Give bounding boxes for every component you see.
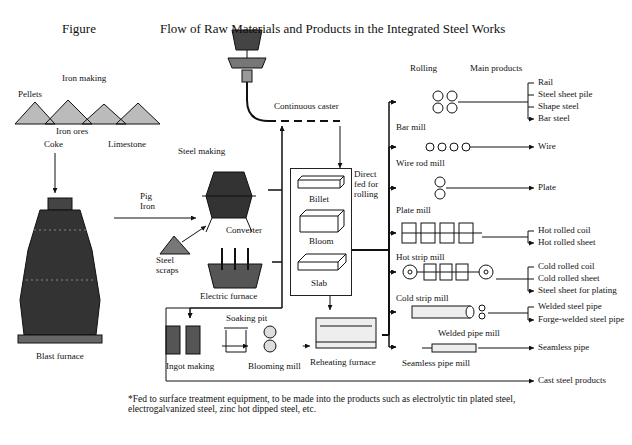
material-label: Pellets [18,90,42,100]
material-label: Steel scraps [156,256,186,276]
product-label: Cold rolled coil [538,262,595,272]
equipment-label: Bloom [309,237,334,247]
equipment-label: Electric furnace [200,292,257,302]
section-heading: Steel making [178,147,225,157]
section-heading: Rolling [410,64,437,74]
flow-connector [272,126,282,262]
blast-furnace: Blast furnace [14,196,114,364]
converter: Converter [196,160,268,238]
section-heading: Iron making [62,74,106,84]
flow-connector [330,296,331,310]
product-label: Bar steel [538,114,570,124]
equipment-label: Soaking pit [226,314,267,324]
product-label: Plate [538,183,556,193]
product-label: Welded steel pipe [538,302,602,312]
equipment-label: Hot strip mill [396,253,445,263]
product-label: Shape steel [538,102,579,112]
electric-furnace: Electric furnace [198,244,272,304]
equipment-label: Slab [311,279,327,289]
product-label: Cast steel products [538,376,606,386]
equipment-label: Plate mill [396,206,431,216]
flow-connector [340,126,341,168]
material-label: Coke [44,140,63,150]
equipment-label: Billet [309,195,329,205]
product-label: Forge-welded steel pipe [538,315,624,325]
equipment-label: Cold strip mill [396,294,449,304]
flow-connector [303,346,310,347]
equipment-label: Continuous caster [274,102,339,112]
flow-connector [352,250,396,347]
blooming-mill: Blooming mill [248,318,303,374]
semi-product-box: BilletBloomSlab [290,168,352,296]
figure-title: Flow of Raw Materials and Products in th… [160,22,505,36]
flow-connector [352,147,396,250]
equipment-label: Blast furnace [36,352,84,362]
product-label: Steel sheet for plating [538,286,617,296]
flow-connector [268,126,282,190]
equipment-label: Seamless pipe mill [402,359,470,369]
product-label: Rail [538,78,553,88]
ingot-making: Ingot making [158,318,222,374]
material-label: Limestone [108,140,146,150]
flow-connector [352,102,396,250]
equipment-label: Blooming mill [248,362,301,372]
flow-connector [114,218,196,219]
equipment-label: Welded pipe mill [438,329,500,339]
welded-pipe-mill: Welded pipe mill [396,302,506,340]
product-label: Seamless pipe [538,343,589,353]
flow-connector [222,346,248,347]
continuous-caster: Continuous caster [222,26,374,126]
hot-strip-mill: Hot strip mill [396,220,488,264]
plate-mill: Plate mill [396,174,466,218]
flow-connector [190,190,282,318]
material-label: Iron ores [56,127,88,137]
equipment-label: Wire rod mill [396,159,445,169]
bar-mill: Bar mill [396,86,476,134]
equipment-label: Reheating furnace [310,358,376,368]
edge-label: Pig Iron [140,192,164,212]
route-label: Direct fed for rolling [354,170,384,200]
product-label: Hot rolled sheet [538,238,596,248]
product-label: Cold rolled sheet [538,274,600,284]
footnote: *Fed to surface treatment equipment, to … [128,394,568,415]
wire-rod-mill: Wire rod mill [396,138,482,170]
figure-number: Figure [62,22,96,36]
seamless-pipe-mill: Seamless pipe mill [396,341,492,371]
product-label: Steel sheet pile [538,90,592,100]
product-label: Wire [538,142,556,152]
product-label: Hot rolled coil [538,226,591,236]
flow-connector [190,262,282,318]
equipment-label: Bar mill [396,123,426,133]
flow-connector [352,233,396,250]
cold-strip-mill: Cold strip mill [396,262,500,305]
equipment-label: Converter [226,226,262,236]
reheating-furnace: Reheating furnace [310,310,382,370]
equipment-label: Ingot making [166,362,214,372]
section-heading: Main products [470,64,522,74]
